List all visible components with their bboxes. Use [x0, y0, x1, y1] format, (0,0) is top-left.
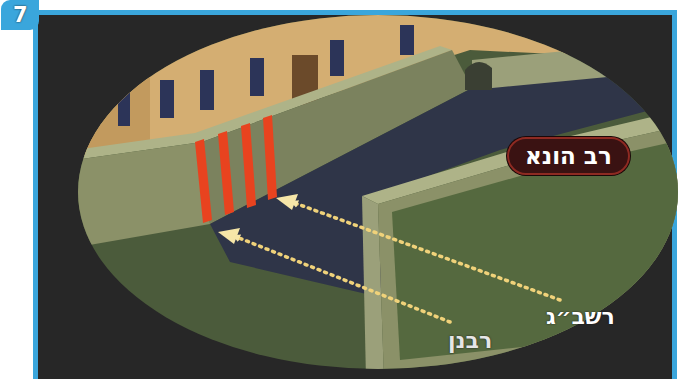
- slide-number: 7: [13, 3, 28, 27]
- arrow-head: [218, 228, 240, 244]
- opinion-label: רבנן: [448, 328, 492, 353]
- pointer-arrow: [292, 202, 560, 300]
- speaker-badge: רב הונא: [507, 137, 630, 175]
- arrow-head: [276, 194, 298, 210]
- pointer-arrow: [234, 236, 450, 322]
- badge-text: רב הונא: [525, 143, 612, 169]
- opinion-label: רשב״ג: [546, 304, 615, 329]
